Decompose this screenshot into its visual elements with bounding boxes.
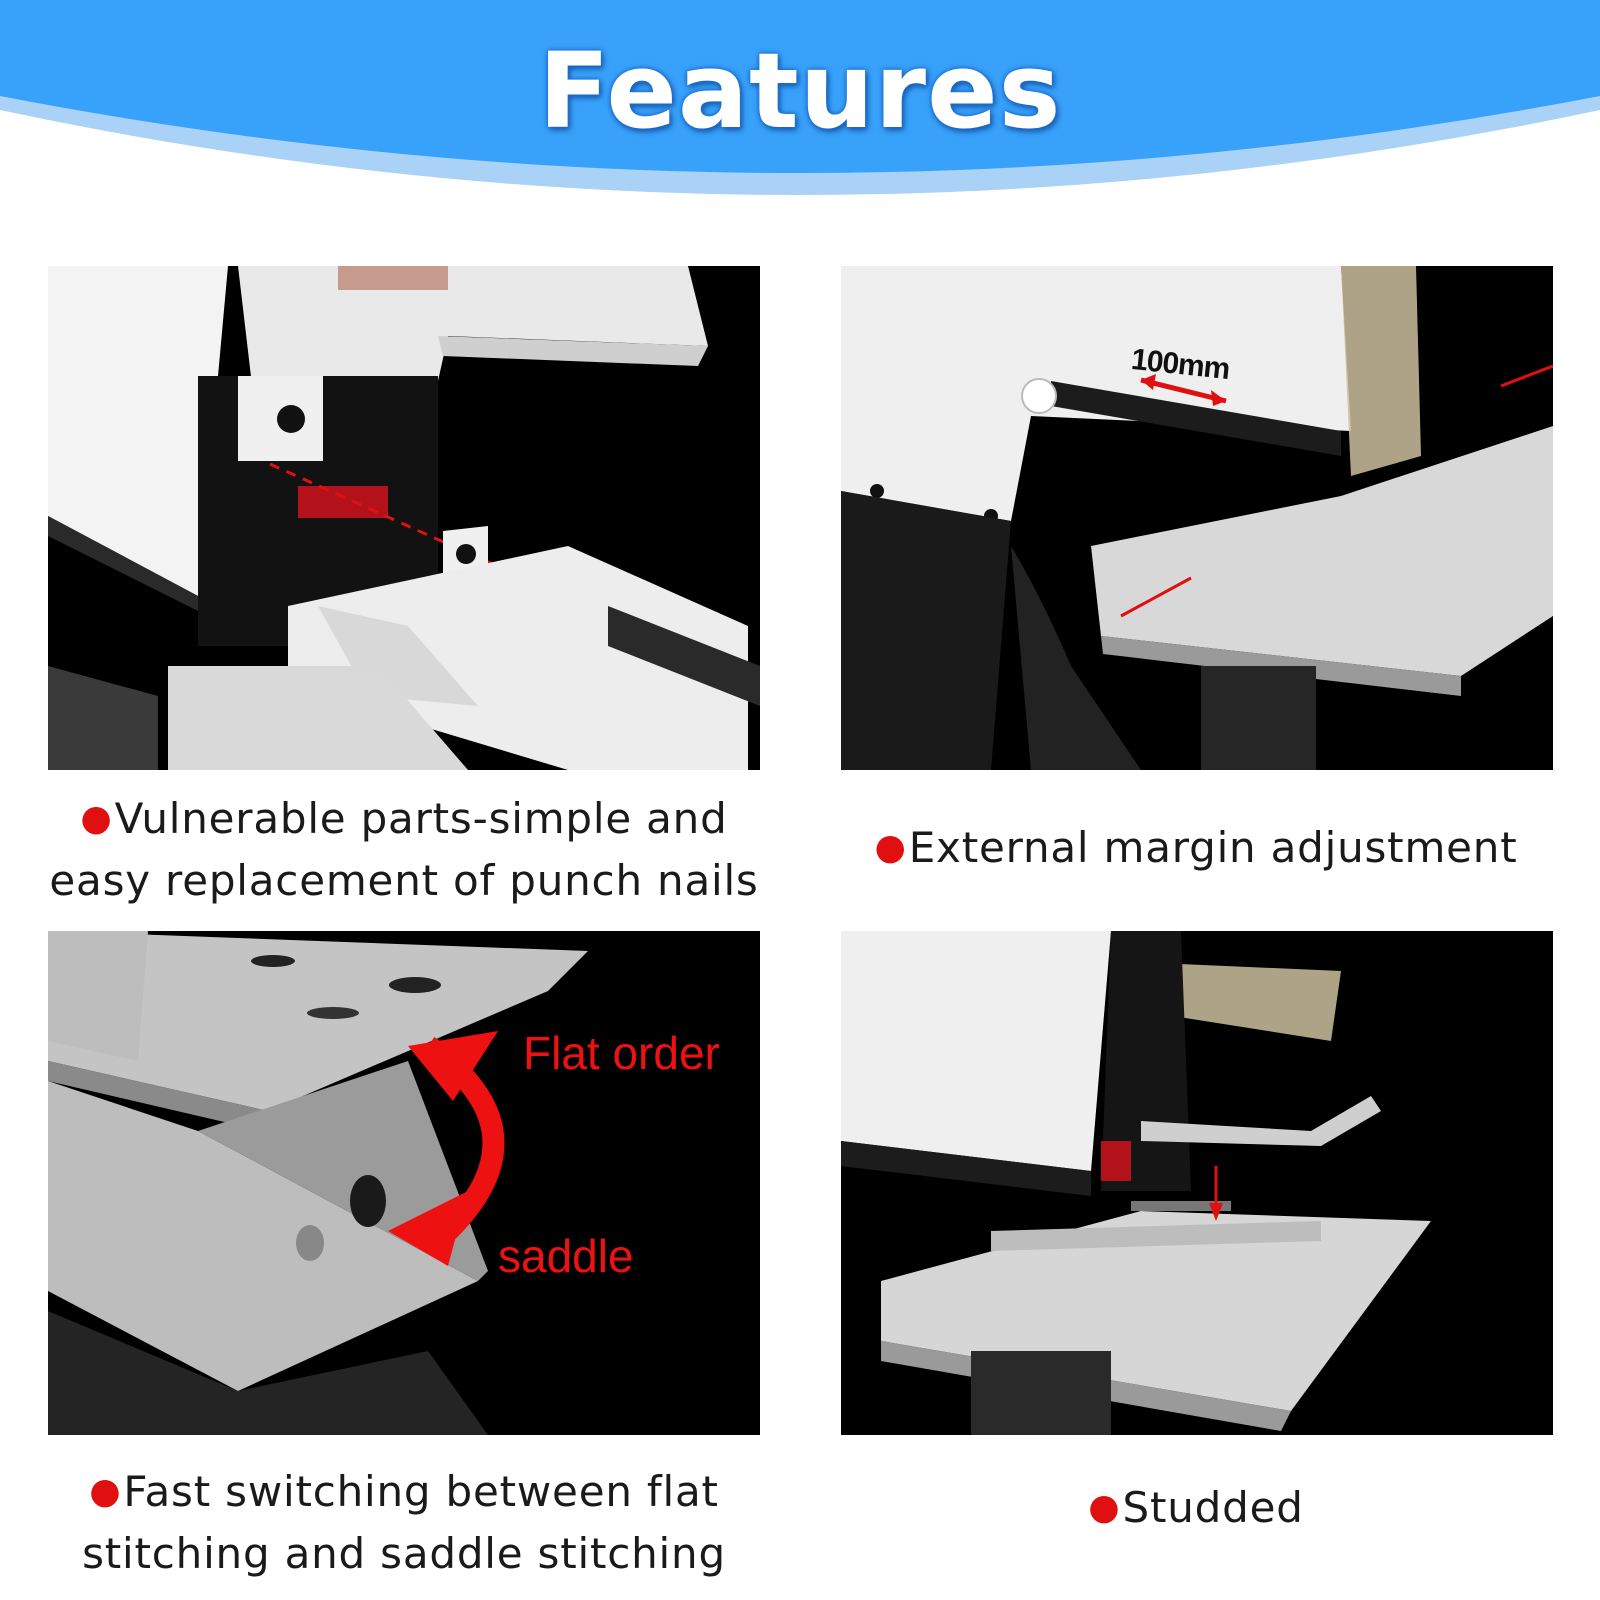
product-image-studded	[841, 931, 1553, 1435]
caption-line-1: External margin adjustment	[908, 823, 1518, 872]
caption-line-1: Vulnerable parts-simple and	[114, 794, 728, 843]
caption-studded: ●Studded	[806, 1478, 1586, 1540]
caption-line-2: stitching and saddle stitching	[82, 1529, 726, 1578]
caption-margin-adjustment: ●External margin adjustment	[806, 818, 1586, 880]
product-image-punch-nails	[48, 266, 760, 770]
caption-punch-nails: ●Vulnerable parts-simple and easy replac…	[14, 789, 794, 910]
page-title: Features	[538, 30, 1062, 152]
bullet-dot: ●	[89, 1471, 122, 1512]
saddle-label: saddle	[498, 1230, 634, 1282]
bullet-dot: ●	[874, 827, 907, 868]
product-image-flat-saddle-switch: Flat order saddle	[48, 931, 760, 1435]
flat-order-label: Flat order	[523, 1027, 720, 1079]
caption-line-2: easy replacement of punch nails	[49, 856, 759, 905]
bullet-dot: ●	[1088, 1487, 1121, 1528]
header-wave-background	[0, 0, 1600, 195]
caption-line-1: Fast switching between flat	[123, 1467, 719, 1516]
caption-flat-saddle-switch: ●Fast switching between flat stitching a…	[14, 1462, 794, 1583]
product-image-margin-adjustment: 100mm	[841, 266, 1553, 770]
caption-line-1: Studded	[1122, 1483, 1304, 1532]
bullet-dot: ●	[80, 798, 113, 839]
header-banner: Features	[0, 0, 1600, 210]
